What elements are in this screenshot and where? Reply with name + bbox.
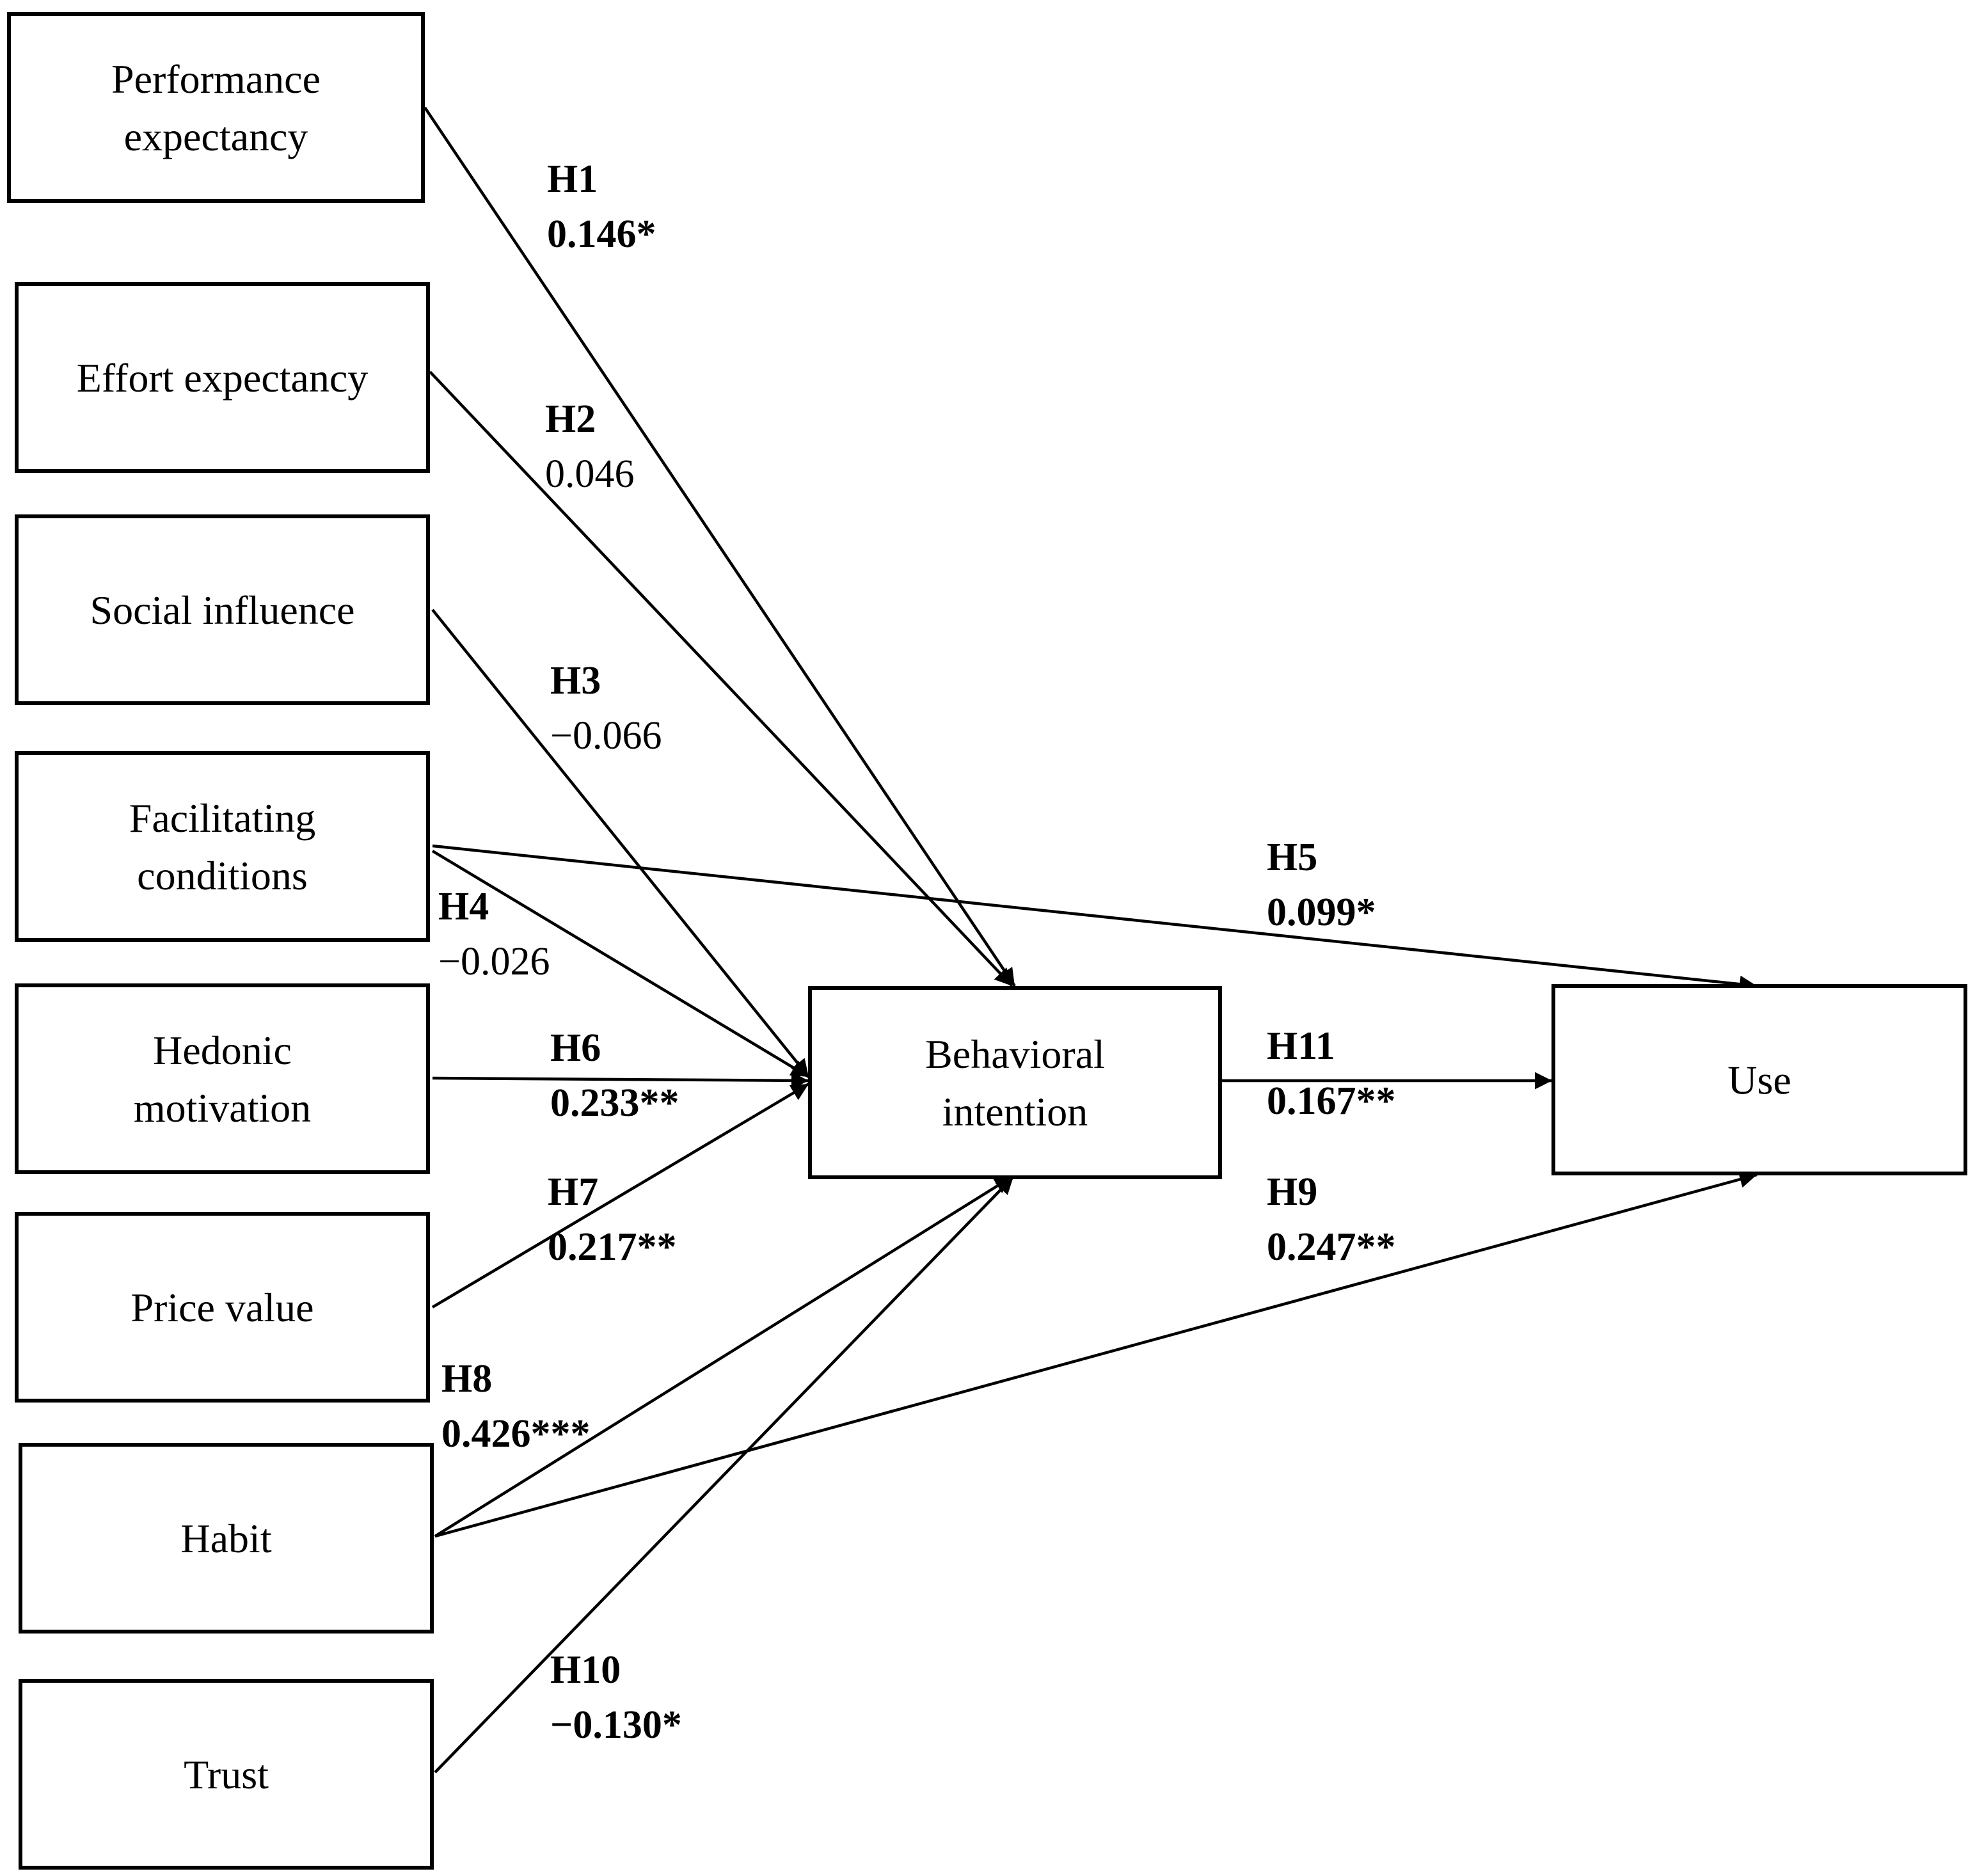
path-label-h6: H6 0.233** [550, 1026, 679, 1125]
node-label: Price value [131, 1285, 313, 1330]
hypothesis-id: H6 [550, 1026, 601, 1070]
path-label-h8: H8 0.426*** [441, 1357, 591, 1456]
path-label-h4: H4 −0.026 [438, 885, 550, 983]
node-hedonic-motivation: Hedonic motivation [15, 983, 430, 1174]
path-coefficient: 0.046 [545, 452, 635, 496]
arrow-h4 [431, 850, 810, 1078]
node-label: Effort expectancy [77, 355, 368, 401]
node-box [15, 751, 430, 942]
arrow-h5 [432, 844, 1758, 993]
arrow-h7 [431, 1083, 810, 1308]
node-box [15, 1212, 430, 1403]
node-label: Hedonic [153, 1028, 292, 1073]
path-coefficient: 0.426*** [441, 1412, 591, 1456]
path-coefficient: 0.217** [548, 1225, 677, 1269]
hypothesis-id: H10 [550, 1648, 621, 1692]
arrow-h9 [434, 1171, 1758, 1538]
arrow-h8 [434, 1175, 1013, 1538]
path-coefficient: 0.146* [547, 212, 656, 256]
arrow-h3 [431, 608, 810, 1078]
path-label-h2: H2 0.046 [545, 397, 635, 496]
node-label: Use [1727, 1058, 1791, 1103]
node-box [15, 514, 430, 705]
path-coefficient: 0.167** [1267, 1079, 1396, 1123]
path-coefficient: 0.233** [550, 1081, 679, 1125]
path-coefficient: 0.247** [1267, 1225, 1396, 1269]
node-price-value: Price value [15, 1212, 430, 1403]
hypothesis-id: H1 [547, 157, 598, 201]
hypothesis-id: H4 [438, 885, 489, 928]
node-label: intention [942, 1089, 1088, 1134]
node-performance-expectancy: Performance expectancy [7, 12, 425, 203]
path-coefficient: 0.099* [1267, 891, 1376, 934]
hypothesis-id: H5 [1267, 836, 1317, 879]
node-label: motivation [134, 1085, 311, 1131]
path-labels: H10.146*H20.046H3−0.066H4−0.026H50.099*H… [438, 157, 1396, 1747]
node-behavioral-intention: Behavioral intention [808, 986, 1222, 1179]
node-box [808, 986, 1222, 1179]
node-box [15, 983, 430, 1174]
node-box [15, 282, 430, 473]
arrow-h2 [429, 370, 1013, 987]
hypothesis-id: H9 [1267, 1170, 1317, 1214]
node-use: Use [1551, 984, 1967, 1175]
hypothesis-id: H11 [1267, 1024, 1335, 1068]
path-label-h3: H3 −0.066 [550, 659, 662, 758]
node-trust: Trust [19, 1679, 434, 1870]
node-label: conditions [137, 853, 308, 898]
hypothesis-id: H8 [441, 1357, 492, 1401]
path-coefficient: −0.130* [550, 1703, 682, 1747]
hypothesis-id: H2 [545, 397, 596, 441]
node-habit: Habit [19, 1443, 434, 1634]
path-arrows [424, 106, 1758, 1774]
path-label-h1: H1 0.146* [547, 157, 656, 256]
node-label: expectancy [124, 114, 308, 159]
node-box [7, 12, 425, 203]
node-label: Trust [184, 1752, 269, 1797]
node-effort-expectancy: Effort expectancy [15, 282, 430, 473]
path-label-h10: H10 −0.130* [550, 1648, 682, 1747]
node-box [1551, 984, 1967, 1175]
arrow-h6 [432, 1072, 809, 1090]
node-box [19, 1679, 434, 1870]
node-label: Behavioral [925, 1031, 1105, 1077]
path-label-h7: H7 0.217** [548, 1170, 677, 1269]
node-facilitating-conditions: Facilitating conditions [15, 751, 430, 942]
node-label: Facilitating [129, 795, 316, 841]
path-label-h11: H11 0.167** [1267, 1024, 1396, 1123]
node-social-influence: Social influence [15, 514, 430, 705]
node-label: Performance [111, 56, 321, 102]
path-coefficient: −0.026 [438, 940, 550, 983]
arrow-h1 [424, 106, 1016, 987]
node-box [19, 1443, 434, 1634]
arrow-h10 [434, 1175, 1015, 1774]
path-label-h5: H5 0.099* [1267, 836, 1376, 934]
path-coefficient: −0.066 [550, 714, 662, 758]
hypothesis-id: H7 [548, 1170, 598, 1214]
node-label: Social influence [90, 587, 354, 633]
path-label-h9: H9 0.247** [1267, 1170, 1396, 1269]
hypothesis-id: H3 [550, 659, 601, 703]
node-label: Habit [180, 1516, 271, 1561]
